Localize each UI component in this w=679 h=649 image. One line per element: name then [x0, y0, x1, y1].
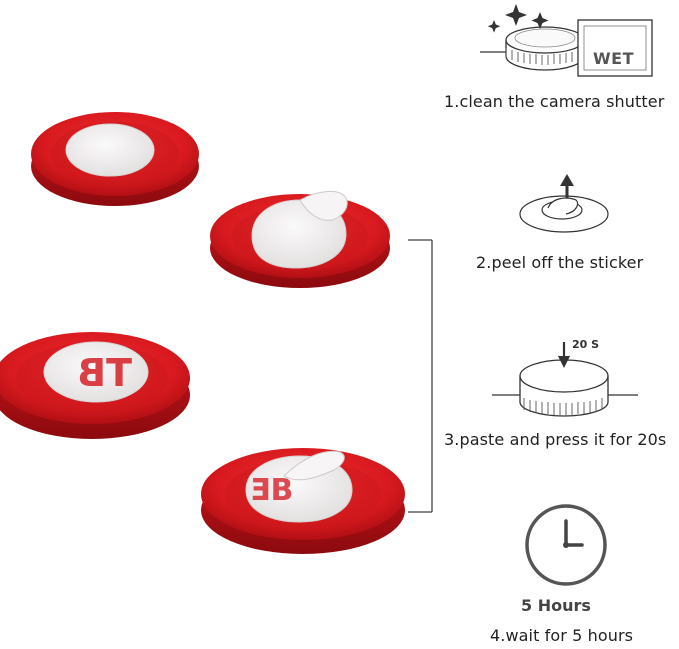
step-1-label: 1.clean the camera shutter: [444, 92, 665, 111]
wet-badge: WET: [593, 49, 634, 68]
peel-sticker-icon: [519, 174, 609, 233]
product-image-4: ƎB: [201, 448, 405, 554]
duration-caption: 5 Hours: [521, 596, 591, 615]
step-3-label: 3.paste and press it for 20s: [444, 430, 667, 449]
step-2-label: 2.peel off the sticker: [476, 253, 644, 272]
product-image-3: TB: [0, 332, 190, 439]
wet-wipe-cleaning-icon: [480, 4, 653, 77]
svg-text:ƎB: ƎB: [250, 473, 293, 508]
press-button-icon: [492, 342, 638, 417]
bracket-connector: [408, 239, 433, 513]
step-4-label: 4.wait for 5 hours: [490, 626, 634, 645]
clock-icon: [525, 504, 607, 586]
product-image-2: [210, 191, 390, 288]
svg-text:TB: TB: [77, 351, 132, 395]
product-image-1: [31, 112, 199, 206]
twenty-seconds-badge: 20 S: [572, 338, 600, 351]
